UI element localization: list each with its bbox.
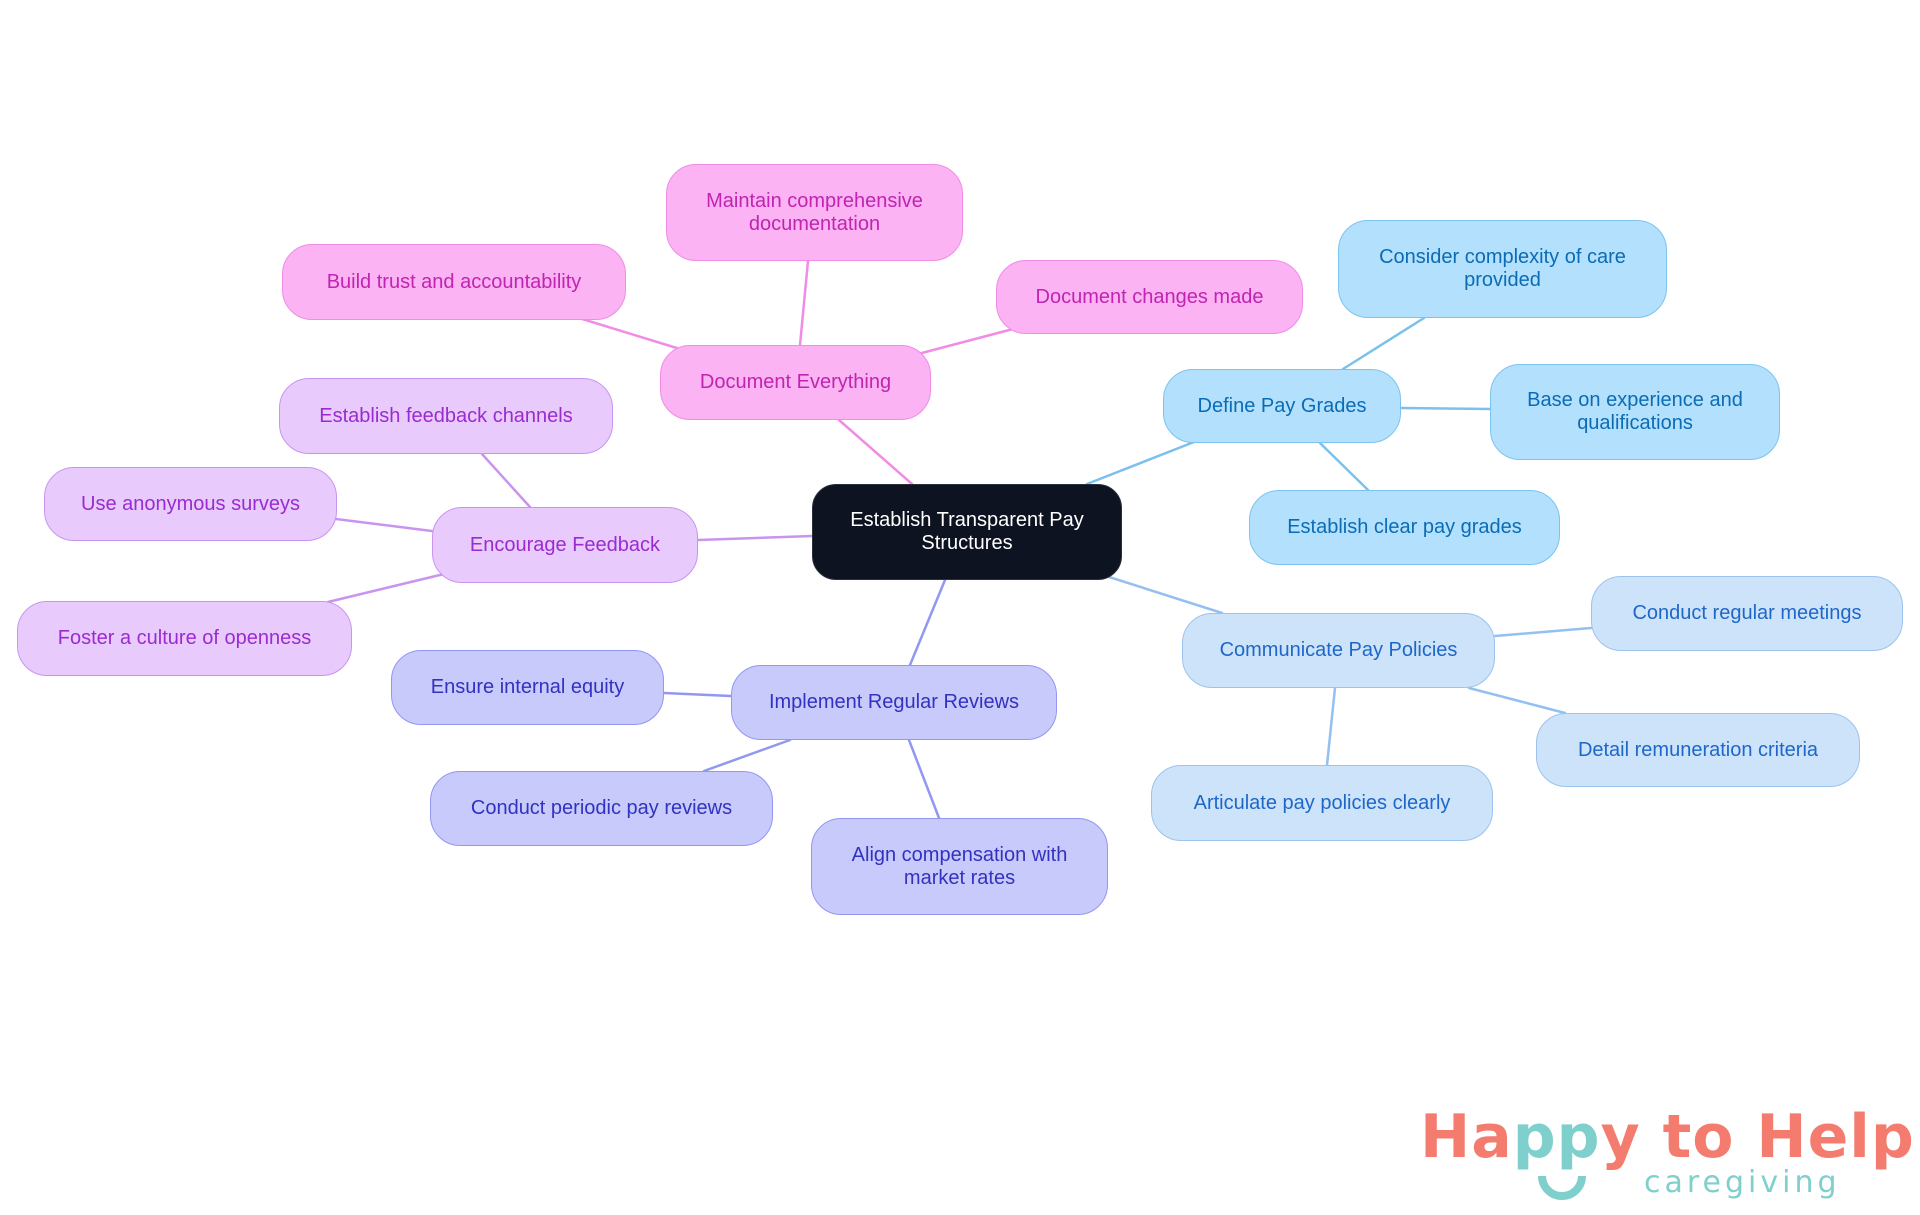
leaf-node-establish-feedback-channels[interactable]: Establish feedback channels — [279, 378, 613, 454]
edge-grades-2 — [1399, 406, 1492, 411]
branch-label: Communicate Pay Policies — [1219, 639, 1458, 661]
leaf-node-establish-clear-pay-grades[interactable]: Establish clear pay grades — [1249, 490, 1560, 565]
leaf-node-detail-remuneration[interactable]: Detail remuneration criteria — [1536, 713, 1860, 787]
branch-label: Implement Regular Reviews — [768, 691, 1020, 713]
edge-root-feedback — [696, 534, 814, 542]
edge-grades-3 — [1318, 441, 1370, 492]
leaf-label-line-1: Consider complexity of care — [1379, 246, 1626, 268]
branch-label: Encourage Feedback — [469, 533, 661, 556]
branch-node-document-everything[interactable]: Document Everything — [660, 345, 931, 420]
leaf-label-line-2: provided — [1464, 269, 1541, 291]
leaf-label: Build trust and accountability — [326, 270, 582, 293]
leaf-node-foster-openness[interactable]: Foster a culture of openness — [17, 601, 352, 676]
leaf-label: Ensure internal equity — [430, 676, 625, 698]
edge-doc-3 — [916, 327, 1015, 356]
leaf-label: Conduct periodic pay reviews — [470, 797, 733, 819]
smile-icon — [1538, 1175, 1586, 1200]
logo-text-part-2: pp — [1512, 1102, 1601, 1172]
edge-feedback-2 — [334, 517, 434, 533]
logo-text-part-1: Ha — [1420, 1102, 1513, 1172]
branch-node-communicate-pay-policies[interactable]: Communicate Pay Policies — [1182, 613, 1495, 688]
leaf-node-align-compensation[interactable]: Align compensation with market rates — [811, 818, 1108, 915]
leaf-label-line-2: qualifications — [1577, 412, 1693, 434]
branch-node-define-pay-grades[interactable]: Define Pay Grades — [1163, 369, 1401, 443]
edge-review-1 — [662, 691, 733, 698]
leaf-node-maintain-documentation[interactable]: Maintain comprehensive documentation — [666, 164, 963, 261]
branch-label: Document Everything — [699, 371, 892, 393]
leaf-node-articulate-pay-policies[interactable]: Articulate pay policies clearly — [1151, 765, 1493, 841]
leaf-label-line-2: documentation — [748, 212, 881, 235]
happy-to-help-logo: Happy to Help caregiving — [1420, 1104, 1914, 1204]
leaf-label: Detail remuneration criteria — [1577, 738, 1819, 761]
logo-title: Happy to Help — [1420, 1104, 1915, 1170]
leaf-node-conduct-periodic-reviews[interactable]: Conduct periodic pay reviews — [430, 771, 773, 846]
leaf-label: Articulate pay policies clearly — [1193, 791, 1451, 814]
leaf-label-line-1: Maintain comprehensive — [706, 189, 923, 212]
leaf-label: Conduct regular meetings — [1632, 602, 1862, 624]
edge-feedback-1 — [480, 452, 532, 509]
leaf-label: Use anonymous surveys — [81, 492, 300, 515]
leaf-node-base-on-experience[interactable]: Base on experience and qualifications — [1490, 364, 1780, 460]
edge-doc-2 — [577, 316, 682, 351]
edge-root-grades — [1085, 440, 1196, 486]
leaf-node-use-anonymous-surveys[interactable]: Use anonymous surveys — [44, 467, 337, 541]
edge-comm-1 — [1493, 626, 1593, 638]
leaf-node-conduct-regular-meetings[interactable]: Conduct regular meetings — [1591, 576, 1903, 651]
leaf-label-line-1: Base on experience and — [1527, 389, 1743, 411]
leaf-label: Foster a culture of openness — [57, 627, 312, 649]
branch-node-encourage-feedback[interactable]: Encourage Feedback — [432, 507, 698, 583]
leaf-node-document-changes[interactable]: Document changes made — [996, 260, 1303, 334]
edge-root-comm — [1104, 574, 1224, 615]
logo-subtitle: caregiving — [1644, 1165, 1841, 1200]
edge-root-review — [908, 578, 947, 667]
branch-label: Define Pay Grades — [1197, 394, 1367, 417]
leaf-label: Establish clear pay grades — [1287, 516, 1522, 538]
leaf-label: Document changes made — [1035, 285, 1264, 308]
branch-node-implement-regular-reviews[interactable]: Implement Regular Reviews — [731, 665, 1057, 740]
edge-comm-3 — [1325, 686, 1337, 767]
edge-grades-1 — [1341, 316, 1426, 371]
edge-review-3 — [907, 738, 941, 820]
leaf-label: Establish feedback channels — [319, 404, 573, 427]
leaf-node-ensure-internal-equity[interactable]: Ensure internal equity — [391, 650, 664, 725]
leaf-label-line-1: Align compensation with — [851, 843, 1068, 866]
edge-feedback-3 — [326, 572, 446, 604]
edge-review-2 — [702, 738, 792, 773]
leaf-node-build-trust[interactable]: Build trust and accountability — [282, 244, 626, 320]
leaf-label-line-2: market rates — [903, 866, 1016, 889]
edge-doc-1 — [798, 259, 810, 347]
root-label-line-2: Structures — [921, 532, 1013, 554]
logo-text-part-3: y to Help — [1600, 1102, 1915, 1172]
leaf-node-consider-complexity[interactable]: Consider complexity of care provided — [1338, 220, 1667, 318]
edge-root-doc — [837, 418, 914, 486]
root-node[interactable]: Establish Transparent Pay Structures — [812, 484, 1122, 580]
edge-comm-2 — [1467, 686, 1567, 715]
root-label-line-1: Establish Transparent Pay — [850, 509, 1084, 531]
